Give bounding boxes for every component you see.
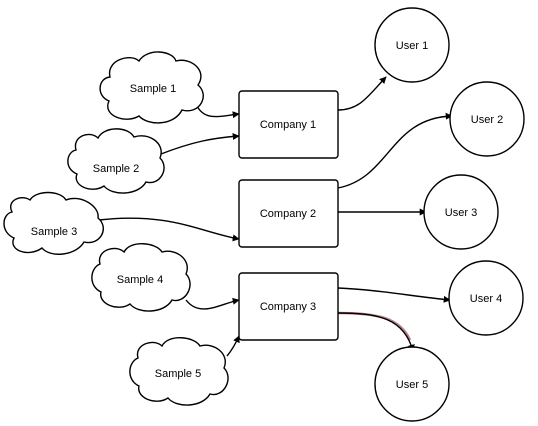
cloud-sample-4: Sample 4 bbox=[91, 243, 191, 312]
edge-sample2-company2 bbox=[160, 132, 240, 155]
cloud-shape bbox=[3, 191, 104, 255]
cloud-sample-5: Sample 5 bbox=[129, 337, 229, 406]
circle-shape bbox=[423, 174, 499, 250]
cloud-sample-2: Sample 2 bbox=[67, 128, 165, 194]
circle-shape bbox=[374, 7, 450, 83]
circle-shape bbox=[449, 81, 525, 157]
circle-user-2: User 2 bbox=[449, 81, 525, 157]
circle-user-5-label: User 5 bbox=[396, 379, 428, 391]
box-company-1-label: Company 1 bbox=[260, 119, 316, 131]
circle-user-3-label: User 3 bbox=[445, 207, 477, 219]
circle-shape bbox=[448, 260, 524, 336]
edge-company3-user5 bbox=[337, 312, 415, 352]
cloud-shape bbox=[91, 243, 191, 312]
box-company-1: Company 1 bbox=[238, 90, 339, 159]
box-shape bbox=[238, 90, 339, 159]
box-company-3: Company 3 bbox=[238, 272, 339, 341]
edge-sample4-company3 bbox=[185, 297, 240, 310]
cloud-sample-1-label: Sample 1 bbox=[130, 83, 176, 95]
edge-sample3-company2 bbox=[98, 217, 240, 242]
cloud-shape bbox=[99, 51, 204, 124]
edges bbox=[98, 76, 453, 357]
cloud-shape bbox=[67, 128, 165, 194]
circle-user-3: User 3 bbox=[423, 174, 499, 250]
box-shape bbox=[238, 179, 339, 248]
circle-user-1: User 1 bbox=[374, 7, 450, 83]
circle-user-5: User 5 bbox=[374, 346, 450, 422]
cloud-sample-2-label: Sample 2 bbox=[93, 163, 139, 175]
edge-company2-user2 bbox=[337, 112, 453, 189]
circle-user-4: User 4 bbox=[448, 260, 524, 336]
box-company-2-label: Company 2 bbox=[260, 208, 316, 220]
circle-shape bbox=[374, 346, 450, 422]
circle-user-2-label: User 2 bbox=[471, 114, 503, 126]
box-company-3-label: Company 3 bbox=[260, 301, 316, 313]
cloud-sample-3: Sample 3 bbox=[3, 191, 104, 255]
box-company-2: Company 2 bbox=[238, 179, 339, 248]
cloud-sample-3-label: Sample 3 bbox=[31, 226, 77, 238]
edge-sample5-company3 bbox=[226, 335, 240, 357]
box-shape bbox=[238, 272, 339, 341]
edge-company1-user1 bbox=[337, 76, 387, 111]
cloud-shape bbox=[129, 337, 229, 406]
cloud-sample-4-label: Sample 4 bbox=[117, 274, 163, 286]
circle-user-4-label: User 4 bbox=[470, 293, 502, 305]
edge-company3-user4 bbox=[337, 287, 451, 303]
cloud-sample-1: Sample 1 bbox=[99, 51, 204, 124]
edge-sample1-company1 bbox=[195, 103, 240, 119]
circle-user-1-label: User 1 bbox=[396, 40, 428, 52]
cloud-sample-5-label: Sample 5 bbox=[155, 368, 201, 380]
